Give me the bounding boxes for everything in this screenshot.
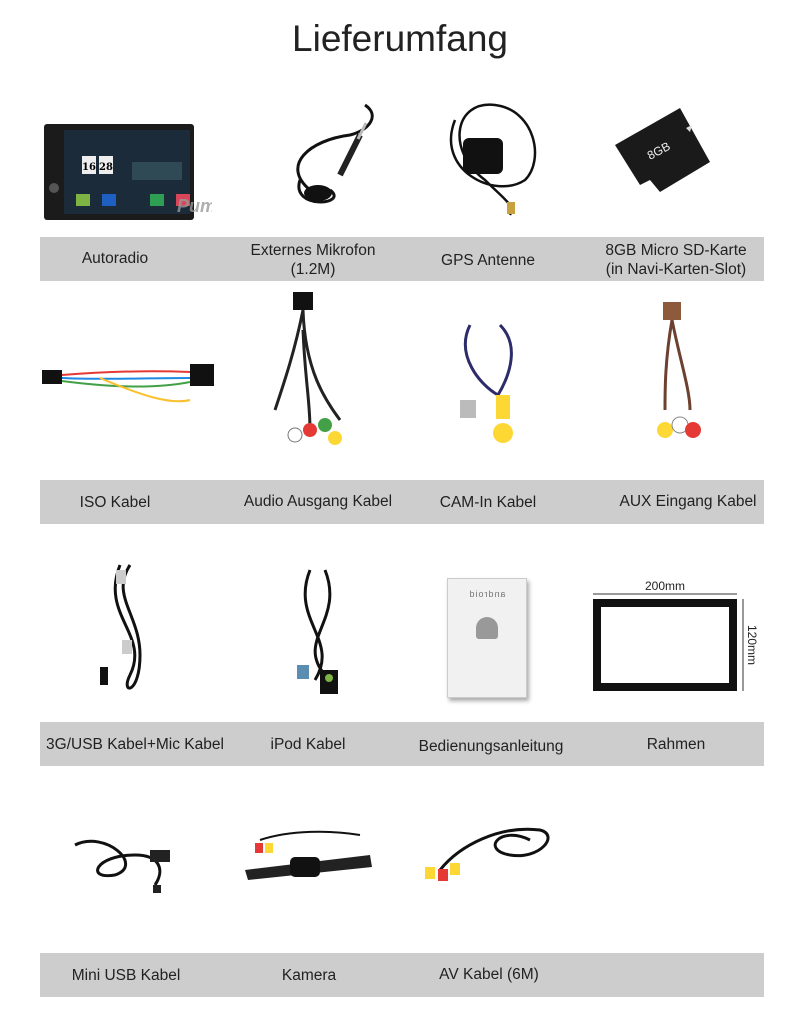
item-label: AUX Eingang Kabel [619, 493, 757, 510]
date-day-2: 28 [99, 162, 113, 173]
manual-brand: android [468, 589, 506, 599]
usb-mic-cable-image [100, 564, 142, 690]
page-title: Lieferumfang [292, 18, 508, 59]
item-label: Rahmen [646, 736, 706, 753]
cam-in-cable-image [460, 323, 513, 443]
item-label: CAM-In Kabel [439, 494, 537, 511]
gps-antenna-image [449, 103, 537, 216]
camera-image [245, 830, 372, 880]
label-bar-row-1 [40, 237, 764, 281]
item-label: GPS Antenne [441, 252, 535, 269]
label-bar-row-2 [40, 480, 764, 524]
label-bar-row-3 [40, 722, 764, 766]
manual-image: android [447, 578, 527, 698]
item-label: 3G/USB Kabel+Mic Kabel [46, 736, 224, 753]
item-label: AV Kabel (6M) [439, 966, 539, 983]
label-bar-row-4 [40, 953, 764, 997]
item-label: 8GB Micro SD-Karte(in Navi-Karten-Slot) [605, 242, 747, 278]
item-label: Mini USB Kabel [71, 967, 181, 984]
frame-height: 120mm [745, 625, 759, 665]
audio-output-cable-image [273, 292, 342, 445]
date-day-1: 16 [82, 162, 96, 173]
item-label: Audio Ausgang Kabel [243, 493, 393, 510]
brand-watermark: Pumpkin [177, 196, 212, 216]
av-cable-image [425, 827, 550, 881]
mini-usb-cable-image [74, 839, 170, 893]
sd-card-image: 8GB [615, 108, 710, 192]
item-label: Bedienungsanleitung [418, 738, 564, 755]
item-label: iPod Kabel [270, 736, 346, 753]
item-label: Externes Mikrofon(1.2M) [250, 242, 376, 278]
car-radio-image: 16 28 Pumpkin [44, 124, 212, 220]
aux-input-cable-image [657, 302, 701, 438]
item-label: Autoradio [81, 250, 149, 267]
frame-width: 200mm [645, 579, 685, 593]
item-label: ISO Kabel [79, 494, 151, 511]
item-label: Kamera [281, 967, 337, 984]
frame-image: 200mm 120mm [593, 579, 759, 691]
ipod-cable-image [297, 569, 338, 694]
iso-cable-image [42, 364, 214, 403]
microphone-image [296, 103, 374, 204]
